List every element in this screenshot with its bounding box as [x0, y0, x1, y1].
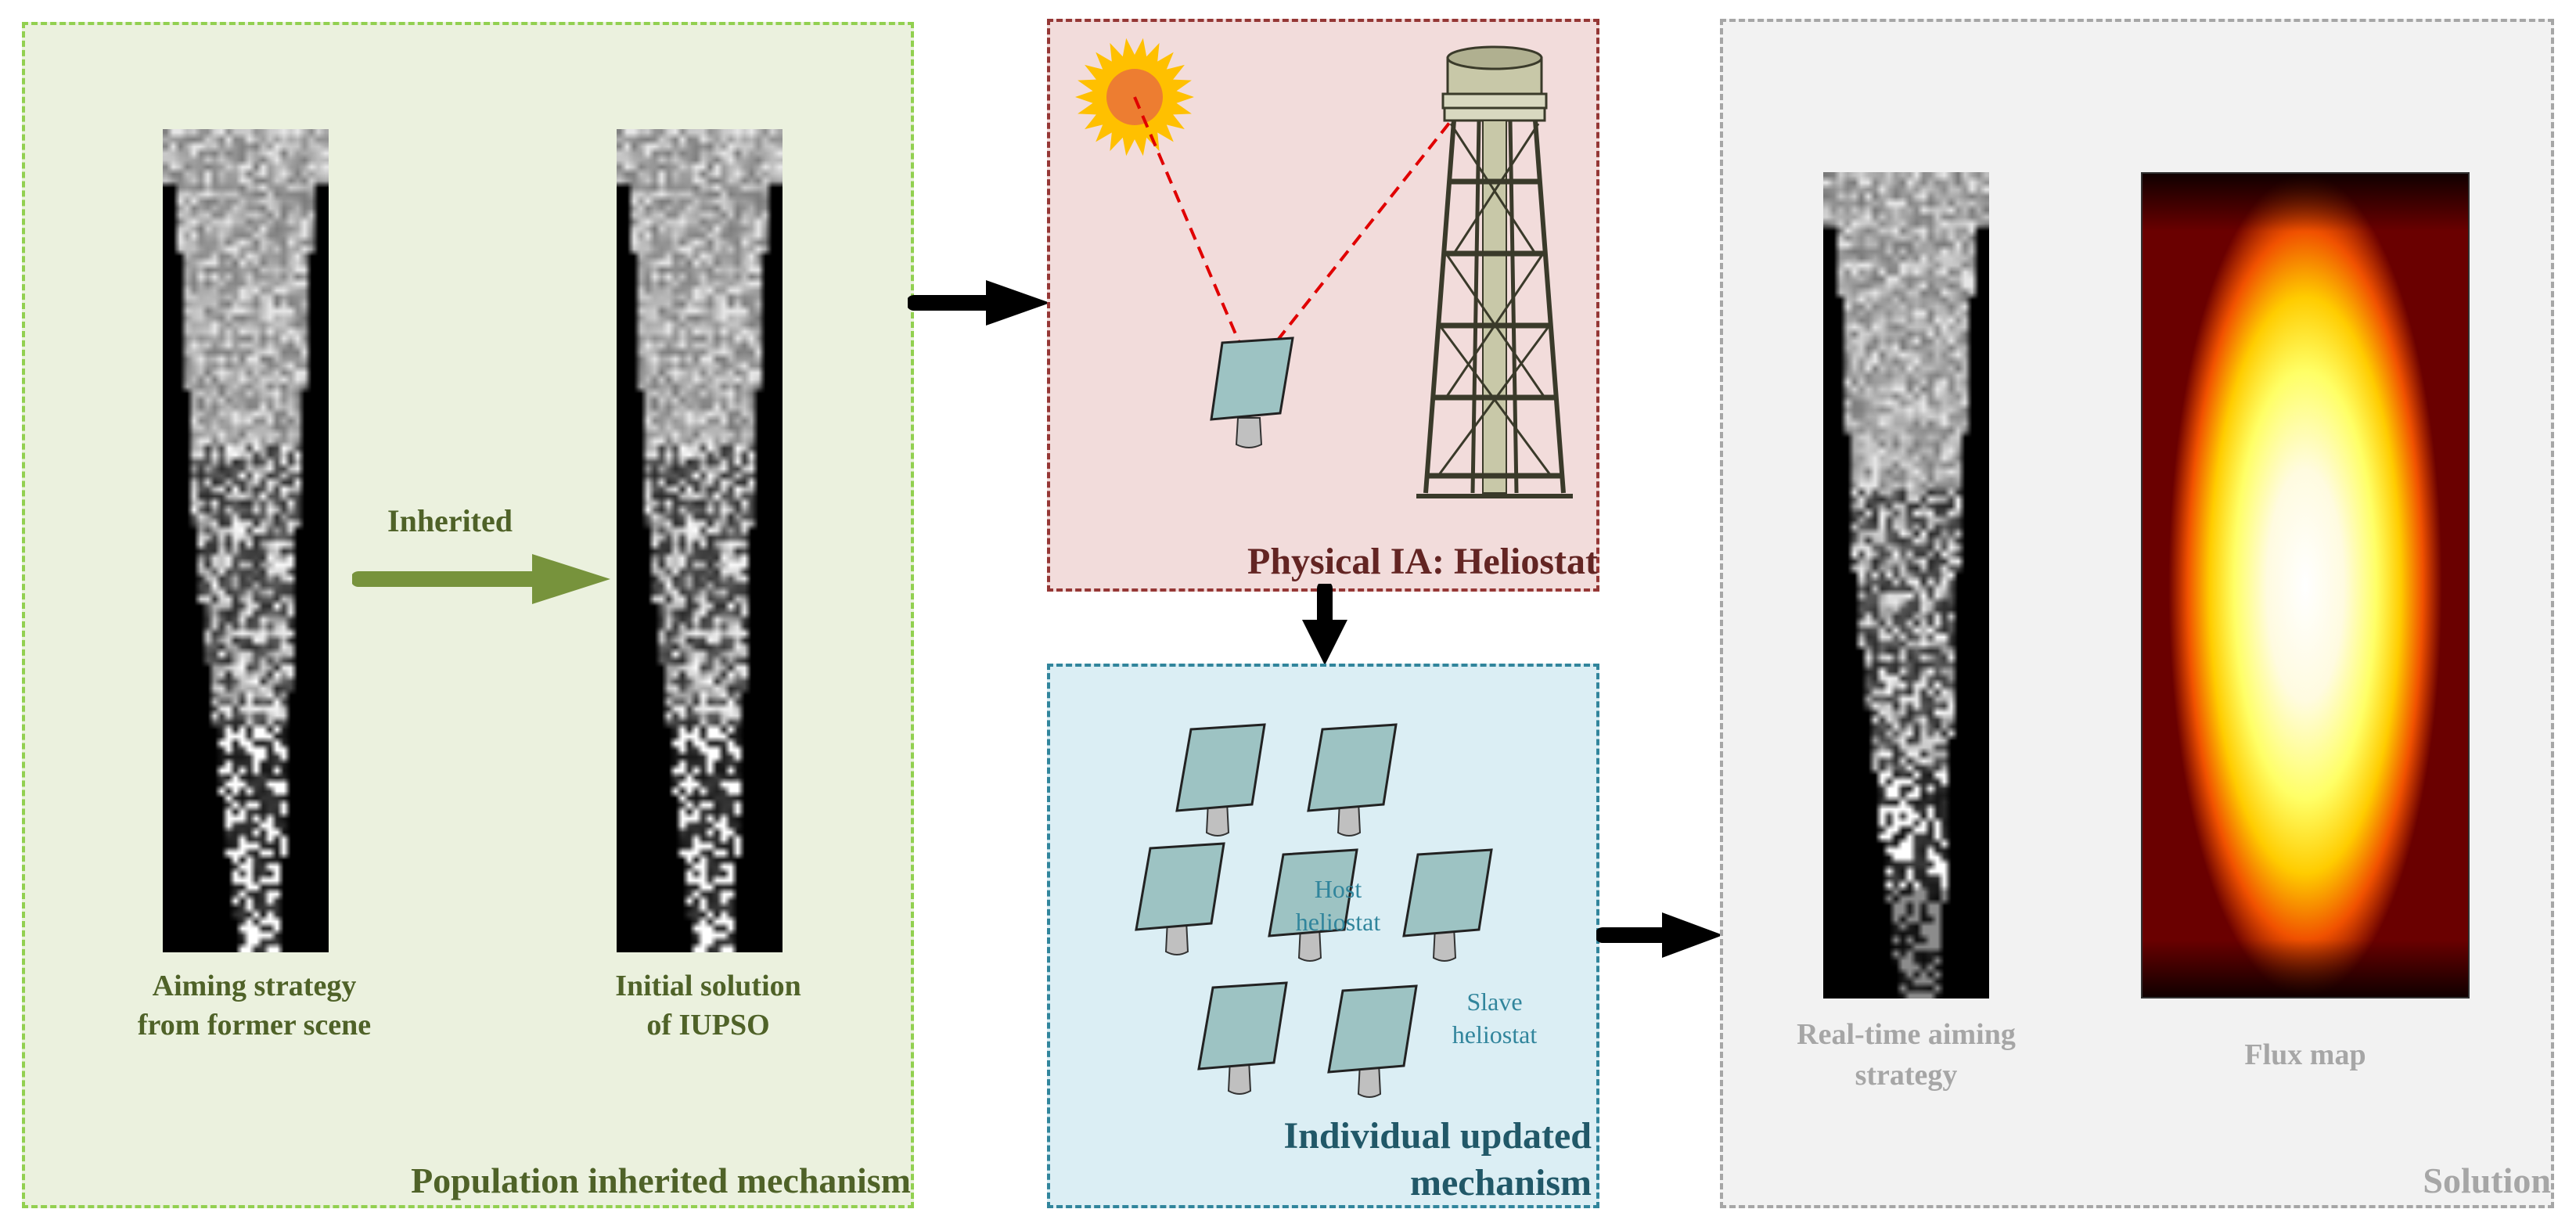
arrow-to-solution — [1596, 912, 1723, 958]
realtime-aiming-map — [1823, 172, 1989, 999]
right-caption-line1: Initial solution — [615, 970, 801, 1002]
incident-ray — [1133, 96, 1254, 373]
physical-scene — [1075, 38, 1573, 498]
physical-panel-title: Physical IA: Heliostat — [1247, 541, 1598, 582]
inherited-label: Inherited — [387, 503, 513, 538]
inherited-arrow — [352, 554, 610, 604]
solution-caption-right: Flux map — [2244, 1038, 2366, 1071]
population-panel-title: Population inherited mechanism — [411, 1160, 911, 1200]
host-heliostat-label-line2: heliostat — [1295, 908, 1381, 936]
heliostat-icon — [1327, 984, 1418, 1098]
heliostat-icon — [1135, 842, 1225, 955]
heliostat-icon — [1268, 848, 1358, 962]
heliostat-icon — [1210, 336, 1294, 448]
left-caption-line2: from former scene — [137, 1009, 372, 1042]
aiming-strategy-map-former — [163, 129, 329, 952]
reflected-ray — [1250, 102, 1466, 374]
heliostat-icon — [1402, 848, 1493, 962]
right-caption-line2: of IUPSO — [646, 1009, 770, 1042]
solution-caption-left-line1: Real-time aiming — [1797, 1018, 2016, 1051]
left-caption-line1: Aiming strategy — [152, 970, 357, 1002]
solution-caption-left-line2: strategy — [1855, 1059, 1958, 1092]
slave-heliostat-label-line1: Slave — [1466, 988, 1523, 1016]
slave-heliostat-label-line2: heliostat — [1452, 1020, 1538, 1049]
individual-panel-title-line1: Individual updated — [1283, 1115, 1592, 1157]
heliostat-icon — [1307, 723, 1398, 837]
heliostat-icon — [1175, 723, 1266, 837]
individual-panel-title-line2: mechanism — [1410, 1162, 1592, 1204]
receiver-tower-icon — [1416, 45, 1573, 498]
host-heliostat-label-line1: Host — [1314, 875, 1362, 903]
initial-solution-map — [617, 129, 783, 952]
arrow-to-physical — [908, 280, 1050, 326]
heliostat-icon — [1197, 981, 1288, 1095]
flux-map-overlay — [2142, 174, 2468, 997]
heliostat-field — [1135, 723, 1493, 1098]
arrow-to-individual — [1302, 584, 1347, 665]
solution-panel-title: Solution — [2423, 1160, 2551, 1200]
